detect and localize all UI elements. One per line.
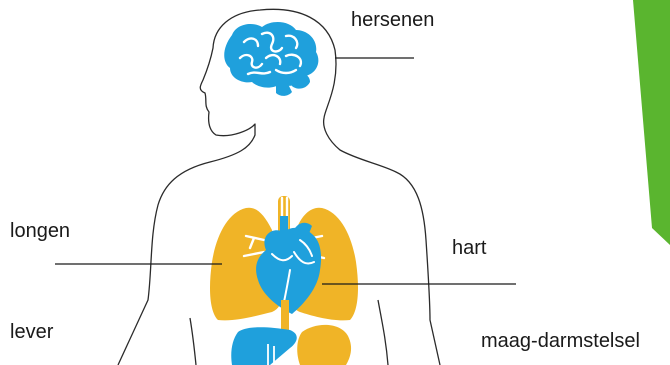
digestive-label: maag-darmstelsel xyxy=(481,330,640,353)
lungs-label: longen xyxy=(10,220,70,243)
green-accent-shape xyxy=(633,0,670,245)
right-arm-line xyxy=(378,300,388,365)
left-arm-line xyxy=(190,318,196,365)
brain-icon xyxy=(224,22,318,96)
stomach-icon xyxy=(297,325,351,365)
brain-label: hersenen xyxy=(351,9,434,32)
liver-icon xyxy=(231,327,297,365)
heart-label: hart xyxy=(452,237,486,260)
liver-label: lever xyxy=(10,321,53,344)
